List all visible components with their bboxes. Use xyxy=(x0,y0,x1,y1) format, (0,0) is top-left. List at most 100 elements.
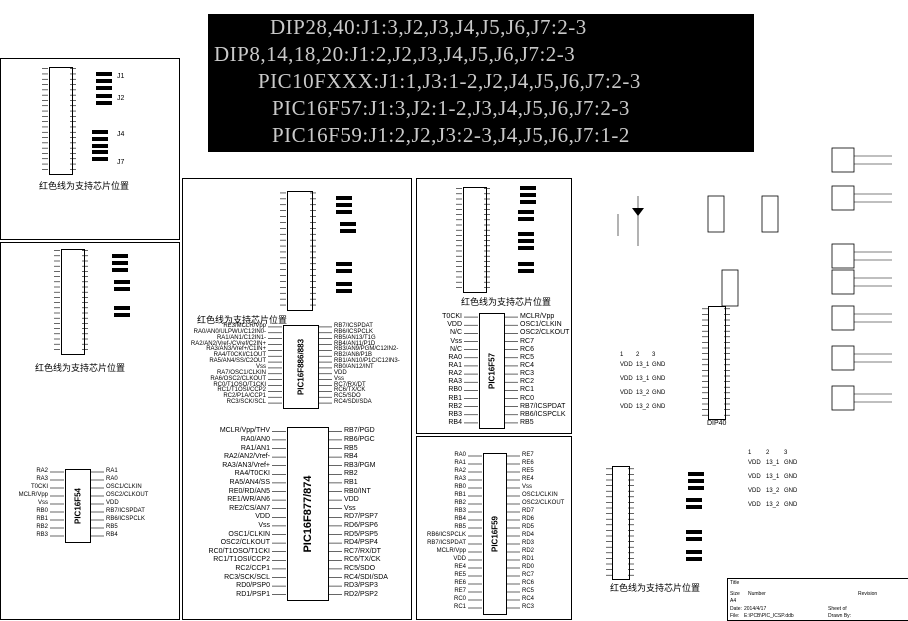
table-cell: 3 xyxy=(784,450,788,456)
table-cell: 13_2 xyxy=(766,502,780,508)
pin-label: RC2/P1A/CCP1 xyxy=(223,393,266,400)
pin-label: RB3 xyxy=(448,410,462,418)
dip28-chip: PIC16F886/883 xyxy=(283,325,319,409)
pin-label: RA4/T0CKI/C1OUT xyxy=(213,352,266,359)
pin-label: RA3/AN3/Vref+/C1IN+ xyxy=(206,346,266,353)
panel-caption: 红色线为支持芯片位置 xyxy=(610,583,701,593)
pin-label: RC6/TX/CK xyxy=(344,556,381,564)
jumper-block xyxy=(96,72,112,76)
pin-label: RD3 xyxy=(522,540,535,546)
jumper-block xyxy=(114,313,130,317)
pin-label: RB7/ICSPDAT xyxy=(106,508,145,514)
pin-label: RA0/AN0 xyxy=(240,435,270,443)
pin-label: VDD xyxy=(255,513,270,521)
connector-box xyxy=(831,243,855,269)
jumper-block xyxy=(336,262,352,266)
jumper-block xyxy=(112,261,128,265)
pin-label: RC4 xyxy=(522,596,535,602)
jumper-block xyxy=(518,246,534,250)
pin-label: RE6 xyxy=(522,460,534,466)
pin-label: RD0 xyxy=(522,564,535,570)
pin-label: RE0/RD/AN5 xyxy=(228,487,270,495)
table-cell: 13_1 xyxy=(636,376,650,382)
jumper-block xyxy=(92,150,108,154)
pin-label: RB0 xyxy=(454,484,466,490)
table-cell: 1 xyxy=(748,450,752,456)
pin-label: RB1 xyxy=(448,394,462,402)
pin-label: RB7/ICSPDAT xyxy=(520,402,566,410)
jumper-block xyxy=(92,157,108,161)
pin-label: RC7 xyxy=(522,572,535,578)
pin-label: RE4 xyxy=(522,476,534,482)
pin-label: RB1 xyxy=(344,478,358,486)
banner-line-4: PIC16F57:J1:3,J2:1-2,J3,J4,J5,J6,J7:2-3 xyxy=(272,96,630,120)
pin-label: RD2 xyxy=(522,548,535,554)
pin-label: N/C xyxy=(449,329,462,337)
pin-label: RC0 xyxy=(453,596,466,602)
pin-label: RB5 xyxy=(520,418,534,426)
connector-box xyxy=(831,269,855,295)
jumper-block xyxy=(92,144,108,148)
jumper-block xyxy=(112,268,128,272)
table-cell: VDD xyxy=(620,362,633,368)
pin-label: RD6/PSP6 xyxy=(344,521,378,529)
jumper-block xyxy=(112,254,128,258)
pin-label: RA1 xyxy=(106,468,118,474)
jumper-block xyxy=(686,530,702,534)
pin-label: RA2/AN2/Vref- xyxy=(223,453,270,461)
pin-label: RD4/PSP4 xyxy=(344,539,378,547)
pin-label: RB2 xyxy=(448,402,462,410)
pin-label: OSC2/CLKOUT xyxy=(520,329,570,337)
jumper-block xyxy=(520,186,536,190)
pin-label: RD5/PSP5 xyxy=(344,530,378,538)
pin-label: Vss xyxy=(255,363,266,370)
panel-pic16f59: PIC16F59 xyxy=(416,436,572,620)
pin-label: RD3/PSP3 xyxy=(344,582,378,590)
pin-label: MCLR/Vpp xyxy=(18,492,48,498)
socket-chip xyxy=(61,249,85,355)
socket-chip xyxy=(463,187,487,293)
size-value: A4 xyxy=(730,598,737,604)
pin-label: RC5/SDO xyxy=(334,393,361,400)
panel-caption: 红色线为支持芯片位置 xyxy=(39,181,130,191)
table-cell: GND xyxy=(652,376,666,382)
pin-label: RA2 xyxy=(36,468,48,474)
connector-box xyxy=(831,345,855,371)
pin-label: RA0 xyxy=(448,353,462,361)
pin-label: RA1/AN1 xyxy=(240,444,270,452)
pin-label: RA5/AN4/SS/C2OUT xyxy=(209,358,266,365)
right-socket xyxy=(612,466,630,580)
jumper-block xyxy=(518,217,534,221)
pin-label: OSC2/CLKOUT xyxy=(220,539,270,547)
pin-label: RB3 xyxy=(36,532,48,538)
sheet-label: Sheet of xyxy=(828,606,847,612)
pin-label: RA0/AN0/ULPWU/C12IN0- xyxy=(193,328,266,335)
jumper-block xyxy=(686,498,702,502)
pin-label: RD7/PSP7 xyxy=(344,513,378,521)
pic16f57-chip: PIC16F57 xyxy=(479,313,505,429)
pin-label: Vss xyxy=(334,375,345,382)
jumper-block xyxy=(340,222,356,226)
pin-label: T0CKI xyxy=(30,484,48,490)
table-cell: 13_1 xyxy=(636,362,650,368)
jumper-block xyxy=(518,269,534,273)
revision-label: Revision xyxy=(858,591,878,597)
pin-label: OSC2/CLKOUT xyxy=(106,492,149,498)
pin-label: RB3/AN9/PGM/C12IN2- xyxy=(334,346,399,353)
pin-label: RB6/ICSPCLK xyxy=(426,532,466,538)
pin-label: RB6/ICSPCLK xyxy=(334,328,374,335)
table-cell: 2 xyxy=(636,352,640,358)
pin-label: VDD xyxy=(344,496,359,504)
header-box xyxy=(761,195,779,233)
pin-label: RB3/PGM xyxy=(344,461,376,469)
panel-pic16f57: 红色线为支持芯片位置 PIC16F57 xyxy=(416,178,572,434)
table-cell: GND xyxy=(784,502,798,508)
table-cell: 3 xyxy=(652,352,656,358)
pin-label: RD0/PSP0 xyxy=(236,582,270,590)
panel-caption: 红色线为支持芯片位置 xyxy=(461,297,552,307)
pin-label: RA2/AN2/Vref-/CVref/C2IN+ xyxy=(190,340,266,347)
jumper-block xyxy=(96,101,112,105)
pin-label: RB0/INT xyxy=(344,487,371,495)
pin-label: RA3 xyxy=(448,378,462,386)
pin-label: RB0/AN12/INT xyxy=(334,363,374,370)
